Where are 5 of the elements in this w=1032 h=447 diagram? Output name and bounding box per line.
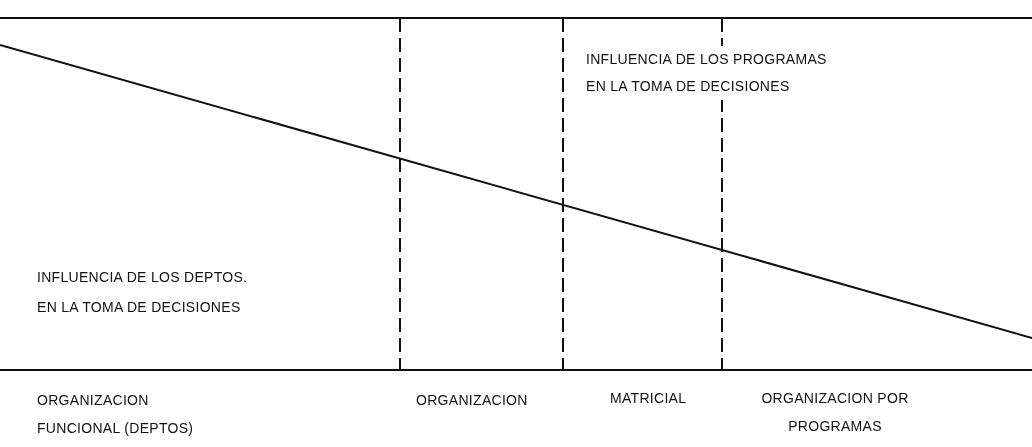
axis-label: ORGANIZACION	[416, 391, 529, 410]
axis-label: ORGANIZACION FUNCIONAL (DEPTOS)	[37, 391, 195, 438]
axis-label: MATRICIAL	[610, 389, 688, 408]
axis-label: ORGANIZACION POR PROGRAMAS	[760, 389, 910, 436]
region-label: INFLUENCIA DE LOS DEPTOS. EN LA TOMA DE DECISIONES	[37, 268, 249, 317]
